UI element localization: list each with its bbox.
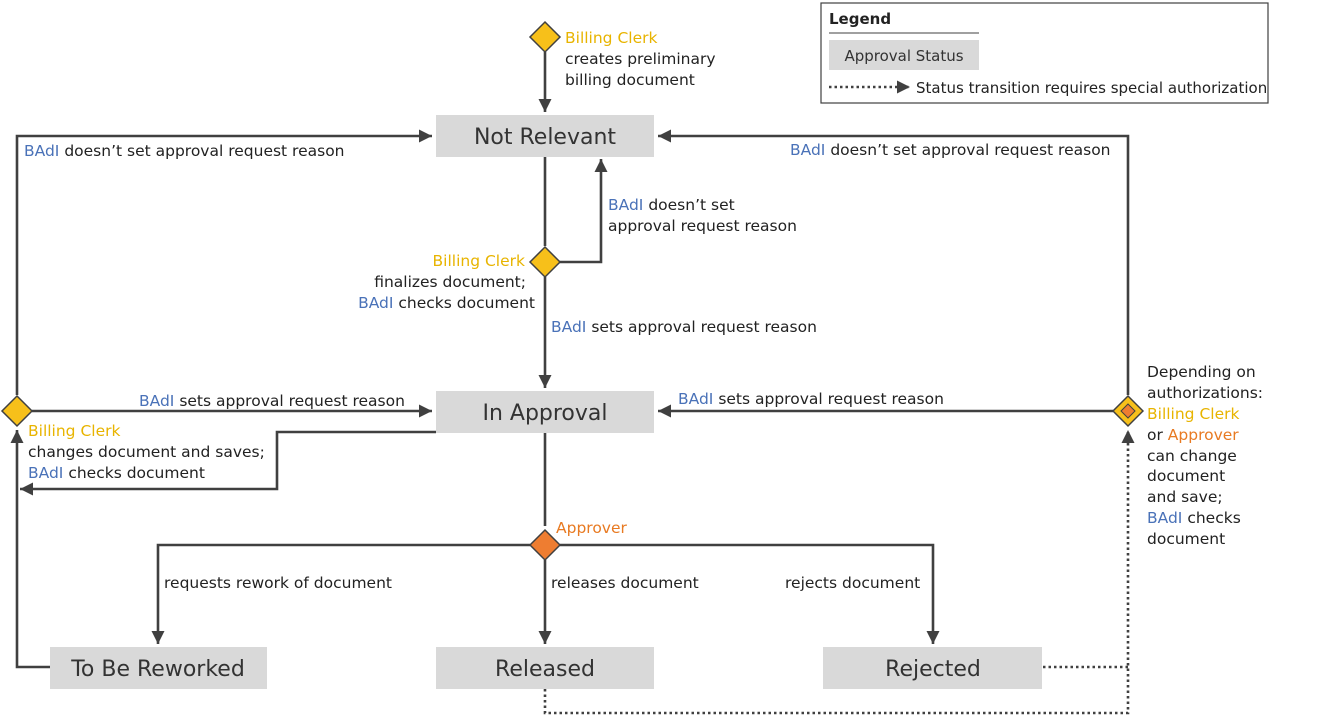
badi-tag: BAdI bbox=[358, 294, 393, 312]
state-label: To Be Reworked bbox=[70, 657, 245, 682]
rework-actor-label: Billing Clerk bbox=[28, 422, 120, 440]
rejects-label: rejects document bbox=[785, 574, 920, 592]
finalize-actor-label: Billing Clerk bbox=[433, 252, 525, 270]
finalize-diamond-billing-clerk bbox=[528, 245, 562, 279]
state-box bbox=[50, 647, 267, 689]
approver-tag: Approver bbox=[1168, 426, 1240, 444]
label-text: sets approval request reason bbox=[179, 392, 405, 410]
connectors bbox=[10, 52, 1130, 669]
arrow-right-diamond-to-not-relevant bbox=[658, 129, 1130, 395]
dotted-released-to-right-diamond bbox=[543, 430, 1135, 715]
state-label: In Approval bbox=[482, 401, 607, 426]
left-sets-reason-label: BAdI sets approval request reason bbox=[139, 392, 405, 410]
legend: Legend Approval Status Status transition… bbox=[820, 2, 1269, 104]
legend-dotted-label: Status transition requires special autho… bbox=[916, 79, 1267, 97]
dep-line1: Depending on bbox=[1147, 363, 1256, 381]
dep-line8: document bbox=[1147, 530, 1225, 548]
start-diamond-billing-clerk bbox=[528, 20, 562, 54]
label-text: doesn’t set bbox=[648, 196, 734, 214]
state-not-relevant: Not Relevant bbox=[436, 115, 654, 157]
label-text: checks bbox=[1187, 509, 1240, 527]
arrow-finalize-back-to-not-relevant bbox=[559, 159, 608, 264]
state-label: Released bbox=[495, 657, 595, 682]
arrow-approver-to-to-be-reworked bbox=[151, 543, 530, 644]
dep-checks: BAdI checks bbox=[1147, 509, 1241, 527]
left-doesnt-set-label: BAdI doesn’t set approval request reason bbox=[24, 142, 345, 160]
state-released: Released bbox=[436, 647, 654, 689]
inner-diamond bbox=[1120, 403, 1136, 419]
or-text: or bbox=[1147, 426, 1163, 444]
start-actor-label: Billing Clerk bbox=[565, 29, 657, 47]
label-text: doesn’t set approval request reason bbox=[830, 141, 1110, 159]
arrow-to-be-reworked-to-left-diamond bbox=[10, 430, 50, 669]
approver-diamond bbox=[528, 528, 562, 562]
badi-tag: BAdI bbox=[790, 141, 825, 159]
badi-tag: BAdI bbox=[678, 390, 713, 408]
approver-actor-label: Approver bbox=[556, 519, 628, 537]
badi-tag: BAdI bbox=[551, 318, 586, 336]
badi-tag: BAdI bbox=[1147, 509, 1182, 527]
badi-tag: BAdI bbox=[139, 392, 174, 410]
middle-sets-reason-label: BAdI sets approval request reason bbox=[551, 318, 817, 336]
legend-status-label: Approval Status bbox=[844, 47, 963, 65]
releases-label: releases document bbox=[551, 574, 699, 592]
state-label: Rejected bbox=[885, 657, 981, 682]
finalize-checks-label: BAdI checks document bbox=[358, 294, 535, 312]
badi-tag: BAdI bbox=[608, 196, 643, 214]
loop-doesnt-set-line2: approval request reason bbox=[608, 217, 797, 235]
state-to-be-reworked: To Be Reworked bbox=[50, 647, 267, 689]
state-box bbox=[436, 391, 654, 433]
state-box bbox=[436, 647, 654, 689]
arrow-left-diamond-to-not-relevant bbox=[15, 129, 432, 395]
state-box bbox=[436, 115, 654, 157]
label-text: doesn’t set approval request reason bbox=[64, 142, 344, 160]
dotted-connectors bbox=[543, 430, 1135, 715]
legend-title: Legend bbox=[829, 10, 891, 28]
label-text: checks document bbox=[68, 464, 205, 482]
arrow-in-approval-back-to-left-diamond bbox=[20, 430, 436, 496]
state-label: Not Relevant bbox=[474, 125, 616, 150]
dep-line4: can change bbox=[1147, 447, 1237, 465]
label-text: sets approval request reason bbox=[591, 318, 817, 336]
right-sets-reason-label: BAdI sets approval request reason bbox=[678, 390, 944, 408]
label-text: sets approval request reason bbox=[718, 390, 944, 408]
state-box bbox=[823, 647, 1042, 689]
dep-clerk: Billing Clerk bbox=[1147, 405, 1239, 423]
dep-line6: and save; bbox=[1147, 488, 1223, 506]
right-doesnt-set-label: BAdI doesn’t set approval request reason bbox=[790, 141, 1111, 159]
badi-tag: BAdI bbox=[24, 142, 59, 160]
dep-line2: authorizations: bbox=[1147, 384, 1263, 402]
badi-tag: BAdI bbox=[28, 464, 63, 482]
label-text: checks document bbox=[398, 294, 535, 312]
rework-diamond-billing-clerk bbox=[0, 394, 34, 428]
requests-rework-label: requests rework of document bbox=[164, 574, 392, 592]
rejected-diamond-clerk-or-approver bbox=[1111, 394, 1145, 428]
arrow-approver-to-rejected bbox=[560, 543, 940, 644]
dep-line5: document bbox=[1147, 467, 1225, 485]
loop-doesnt-set-line1: BAdI doesn’t set bbox=[608, 196, 735, 214]
finalize-text: finalizes document; bbox=[374, 273, 526, 291]
state-rejected: Rejected bbox=[823, 647, 1042, 689]
start-text-line1: creates preliminary bbox=[565, 50, 716, 68]
state-in-approval: In Approval bbox=[436, 391, 654, 433]
dep-or-approver: or Approver bbox=[1147, 426, 1239, 444]
start-text-line2: billing document bbox=[565, 71, 695, 89]
rework-text: changes document and saves; bbox=[28, 443, 265, 461]
legend-status-sample bbox=[829, 40, 979, 70]
rework-checks-label: BAdI checks document bbox=[28, 464, 205, 482]
